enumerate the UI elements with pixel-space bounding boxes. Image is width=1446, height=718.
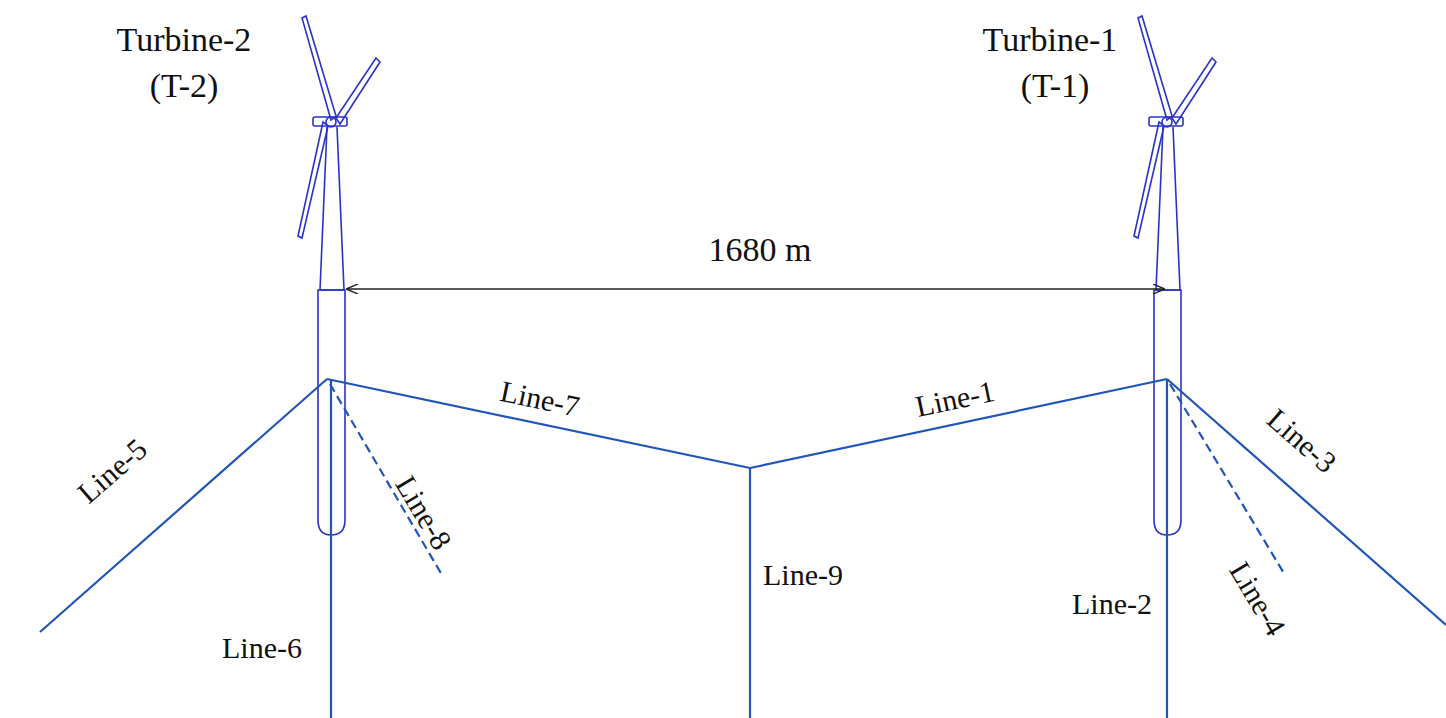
- mooring-line: [749, 468, 751, 718]
- mooring-line: [40, 379, 327, 632]
- mooring-line: [1167, 379, 1446, 625]
- dimension-line: [347, 288, 1164, 290]
- turbine-1: [1134, 16, 1216, 535]
- turbine-name: Turbine-2: [114, 21, 255, 58]
- line-label: Line-6: [219, 631, 305, 664]
- line-label: Line-7: [495, 373, 586, 423]
- line-label: Line-8: [388, 467, 461, 558]
- line-label: Line-1: [910, 373, 1001, 423]
- dimension-label: 1680 m: [706, 231, 815, 268]
- mooring-line: [330, 379, 332, 718]
- line-label: Line-4: [1222, 553, 1295, 644]
- line-label: Line-3: [1259, 399, 1346, 480]
- turbine-tag: (T-2): [147, 67, 222, 104]
- turbine-2: [298, 16, 380, 535]
- line-label: Line-2: [1069, 587, 1155, 620]
- line-label: Line-9: [760, 558, 846, 591]
- turbine-tag: (T-1): [1018, 67, 1093, 104]
- turbine-name: Turbine-1: [980, 21, 1121, 58]
- mooring-line: [1166, 379, 1168, 718]
- line-label: Line-5: [69, 429, 156, 510]
